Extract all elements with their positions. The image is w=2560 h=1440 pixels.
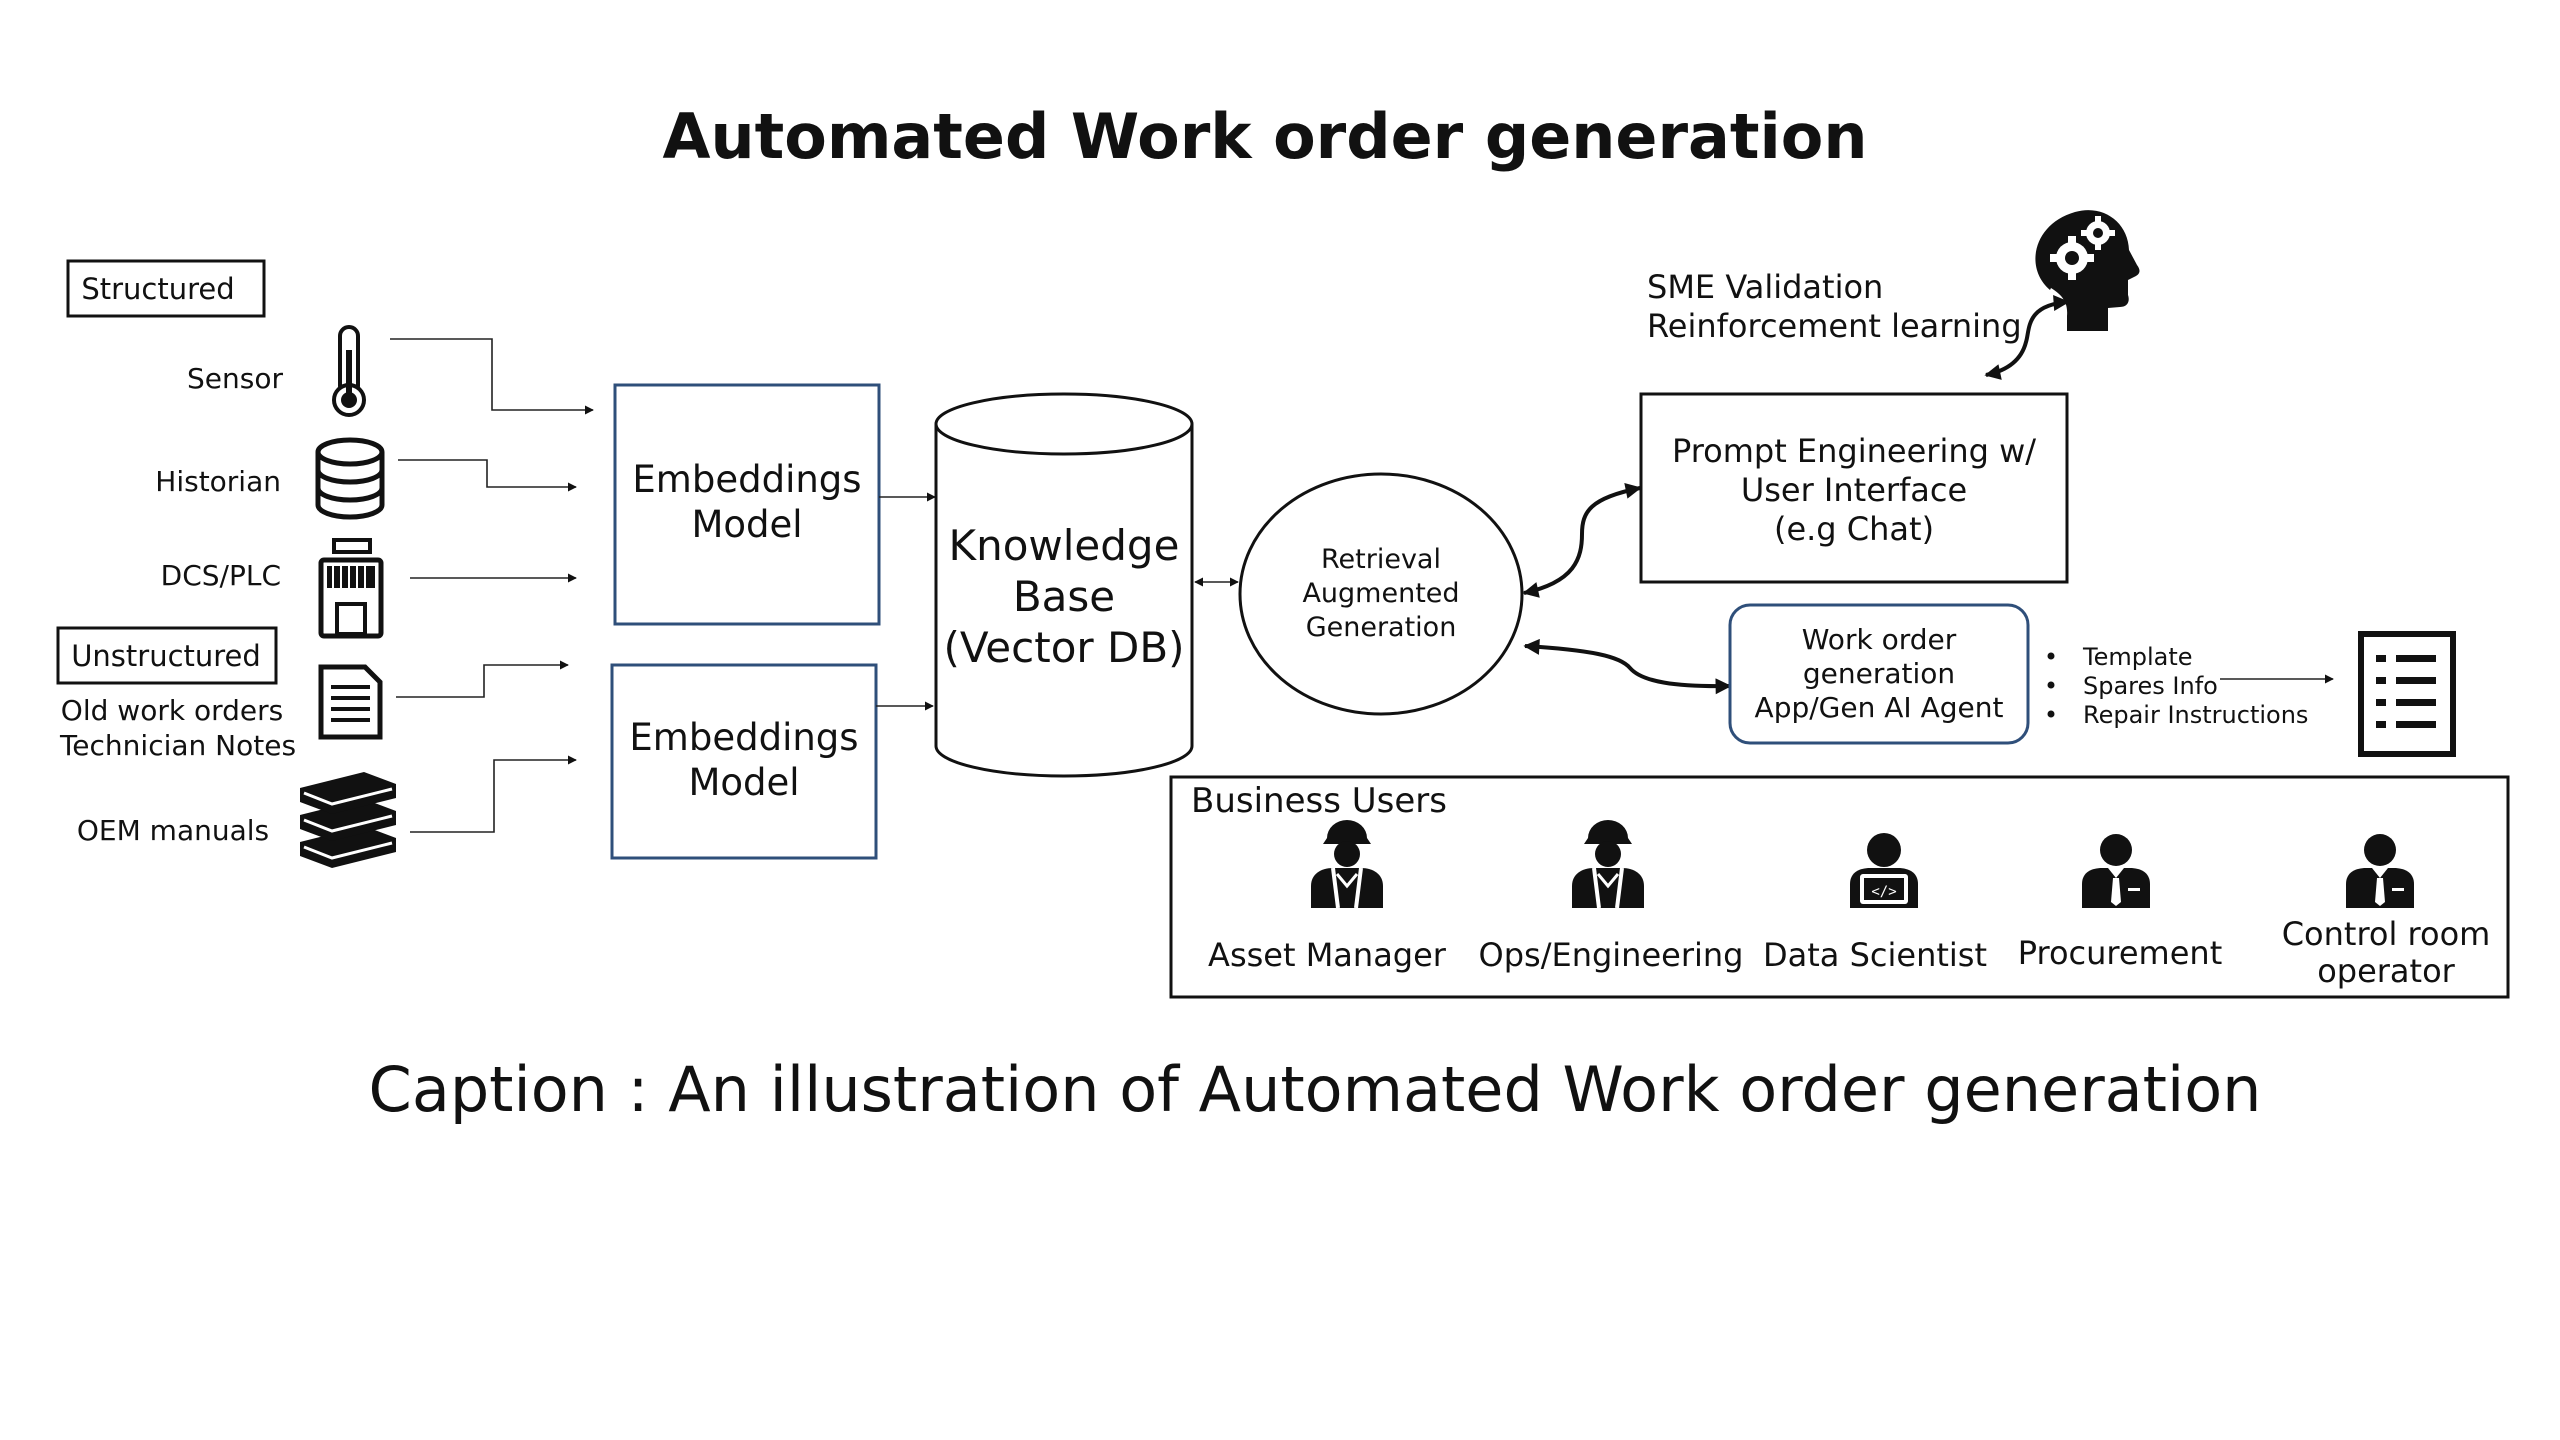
document-icon [318,664,383,740]
work-orders-connector [396,660,569,698]
businessperson-icon [2346,834,2414,908]
checklist-icon [2358,631,2456,757]
prompt-line3: (e.g Chat) [1774,510,1934,548]
sensor-connector [390,338,594,415]
rag-line2: Augmented [1302,578,1459,609]
prompt-engineering-box [1639,392,2069,584]
embeddings-bottom-line1: Embeddings [629,716,858,759]
agent-line1: Work order [1802,623,1957,656]
developer-laptop-icon: </> [1850,833,1918,908]
books-icon [300,772,396,868]
knowledge-base-cylinder [934,392,1194,778]
output-template: Template [2082,643,2193,671]
structured-label: Structured [81,272,234,306]
diagram-title: Automated Work order generation [662,100,1867,173]
user-control-room-line2: operator [2317,952,2455,990]
bullet-icon [2047,710,2055,718]
business-users-title: Business Users [1191,781,1447,821]
prompt-line1: Prompt Engineering w/ [1672,432,2036,470]
database-icon [315,437,385,520]
unstructured-label: Unstructured [71,639,261,673]
work-order-agent-box [1728,603,2030,745]
output-spares-info: Spares Info [2083,672,2218,700]
rag-line1: Retrieval [1321,544,1441,575]
bullet-icon [2047,652,2055,660]
thermometer-icon [332,325,366,417]
unstructured-label-box [56,626,278,685]
reinforcement-learning-text: Reinforcement learning [1647,307,2022,345]
agent-line3: App/Gen AI Agent [1755,691,2004,724]
dcs-plc-label: DCS/PLC [161,559,281,592]
rag-line3: Generation [1306,612,1457,643]
worker-helmet-icon [1311,820,1383,909]
technician-notes-label: Technician Notes [59,729,296,762]
user-ops-engineering-label: Ops/Engineering [1479,936,1744,974]
historian-label: Historian [155,465,281,498]
sme-feedback-arrow [1984,295,2070,380]
old-work-orders-label: Old work orders [61,694,283,727]
user-data-scientist-label: Data Scientist [1763,936,1987,974]
embeddings-bottom-line2: Model [688,761,799,804]
output-repair-instructions: Repair Instructions [2083,701,2308,729]
worker-helmet-icon [1572,820,1644,909]
user-procurement-label: Procurement [2018,934,2222,972]
kb-line2: Base [1013,572,1115,621]
user-control-room-line1: Control room [2282,915,2491,953]
agent-line2: generation [1803,657,1955,690]
plc-controller-icon [318,538,384,639]
historian-connector [398,459,577,492]
sme-validation-text: SME Validation [1647,268,1883,306]
rag-ellipse [1238,472,1524,716]
business-users-panel [1169,775,2510,999]
embeddings-model-bottom-box [610,663,878,860]
rag-agent-arrow [1523,638,1732,695]
structured-label-box [66,259,266,318]
oem-connector [410,755,577,833]
oem-manuals-label: OEM manuals [77,814,269,847]
bullet-icon [2047,681,2055,689]
embeddings-top-line1: Embeddings [632,458,861,501]
head-gears-icon [2035,210,2140,331]
businessperson-icon [2082,834,2150,908]
kb-line1: Knowledge [949,521,1180,570]
user-asset-manager-label: Asset Manager [1208,936,1447,974]
rag-prompt-arrow [1522,482,1642,598]
sensor-label: Sensor [187,362,283,395]
svg-text:</>: </> [1871,884,1896,900]
embeddings-model-top-box [613,383,881,626]
prompt-line2: User Interface [1741,471,1967,509]
figure-caption: Caption : An illustration of Automated W… [369,1053,2262,1126]
embeddings-top-line2: Model [691,503,802,546]
kb-line3: (Vector DB) [943,623,1184,672]
